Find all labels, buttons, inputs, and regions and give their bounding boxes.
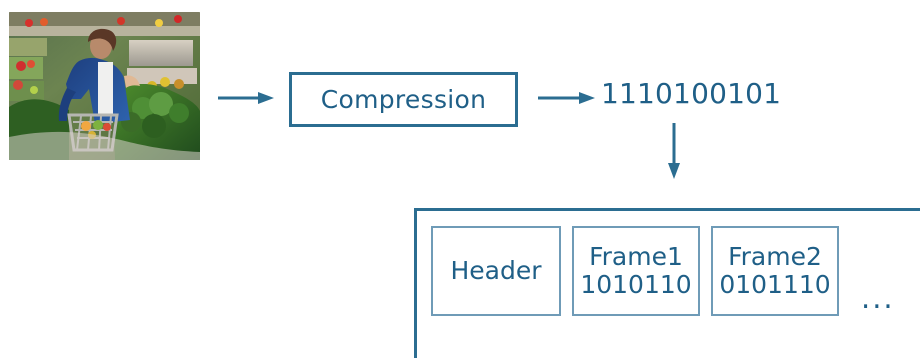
frame2-label: Frame2 [728,242,822,271]
compression-label: Compression [320,85,487,114]
arrow-right-icon [218,92,274,104]
shopping-photo-image [9,12,200,160]
header-cell: Header [431,226,561,316]
frame1-cell: Frame1 1010110 [572,226,700,316]
frame1-bits: 1010110 [580,270,692,299]
compression-process-box: Compression [289,72,518,127]
arrow-right-icon [538,92,595,104]
compressed-bitstream-label: 1110100101 [601,77,782,110]
stream-container-box [414,208,920,358]
header-label: Header [450,256,542,285]
shopping-photo [9,12,200,160]
arrow-down-icon [668,123,680,179]
continuation-ellipsis: ... [861,281,895,315]
frame2-bits: 0101110 [719,270,831,299]
frame2-cell: Frame2 0101110 [711,226,839,316]
frame1-label: Frame1 [589,242,683,271]
